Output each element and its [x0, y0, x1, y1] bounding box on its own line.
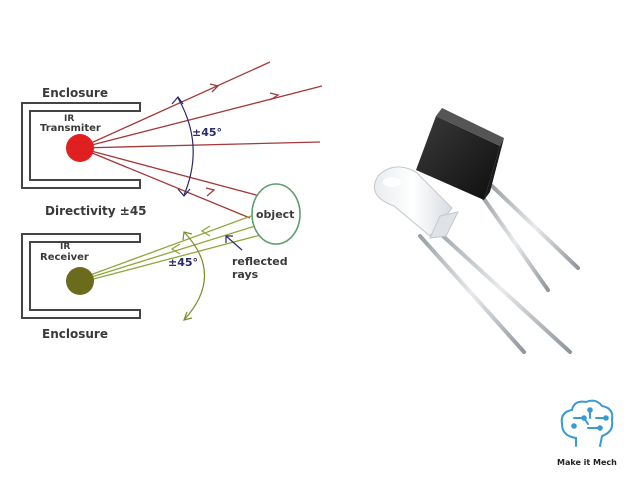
enclosure-bottom-label: Enclosure	[42, 327, 108, 341]
transmit-arc-arrows	[171, 96, 191, 197]
make-it-mech-logo: Make it Mech	[557, 399, 617, 467]
transmitted-rays	[79, 61, 323, 219]
receive-arc-arrows	[182, 231, 193, 321]
clear-ir-led-icon	[374, 166, 572, 354]
transmitter-enclosure	[21, 102, 141, 189]
receiver-enclosure	[21, 233, 141, 319]
bottom-angle-label: ±45°	[168, 256, 198, 269]
object-label: object	[256, 208, 294, 221]
ir-diagram: Enclosure IR Transmiter ±45° Directivity…	[21, 61, 323, 341]
reflected-ray-arrows	[170, 225, 211, 255]
ray-arrows	[205, 83, 280, 197]
receiver-label-line1: IR	[60, 242, 70, 252]
reflected-label-line1: reflected	[232, 255, 288, 268]
enclosure-top-label: Enclosure	[42, 86, 108, 100]
object-ellipse	[251, 183, 301, 245]
receive-angle-arc	[183, 231, 205, 321]
directivity-label: Directivity ±45	[45, 204, 147, 218]
logo-text: Make it Mech	[557, 458, 617, 467]
ir-receiver-dot	[66, 267, 94, 295]
transmit-angle-arc	[177, 97, 194, 196]
reflected-label-line2: rays	[232, 268, 259, 281]
component-photo	[374, 108, 580, 354]
brain-circuit-icon	[560, 399, 614, 447]
reflected-pointer-arrow	[225, 235, 243, 251]
transmitter-label-line1: IR	[64, 114, 74, 124]
ir-transmitter-dot	[66, 134, 94, 162]
black-ir-sensor-icon	[416, 108, 580, 292]
transmitter-label-line2: Transmiter	[40, 123, 101, 134]
receiver-label-line2: Receiver	[40, 252, 89, 263]
top-angle-label: ±45°	[192, 126, 222, 139]
